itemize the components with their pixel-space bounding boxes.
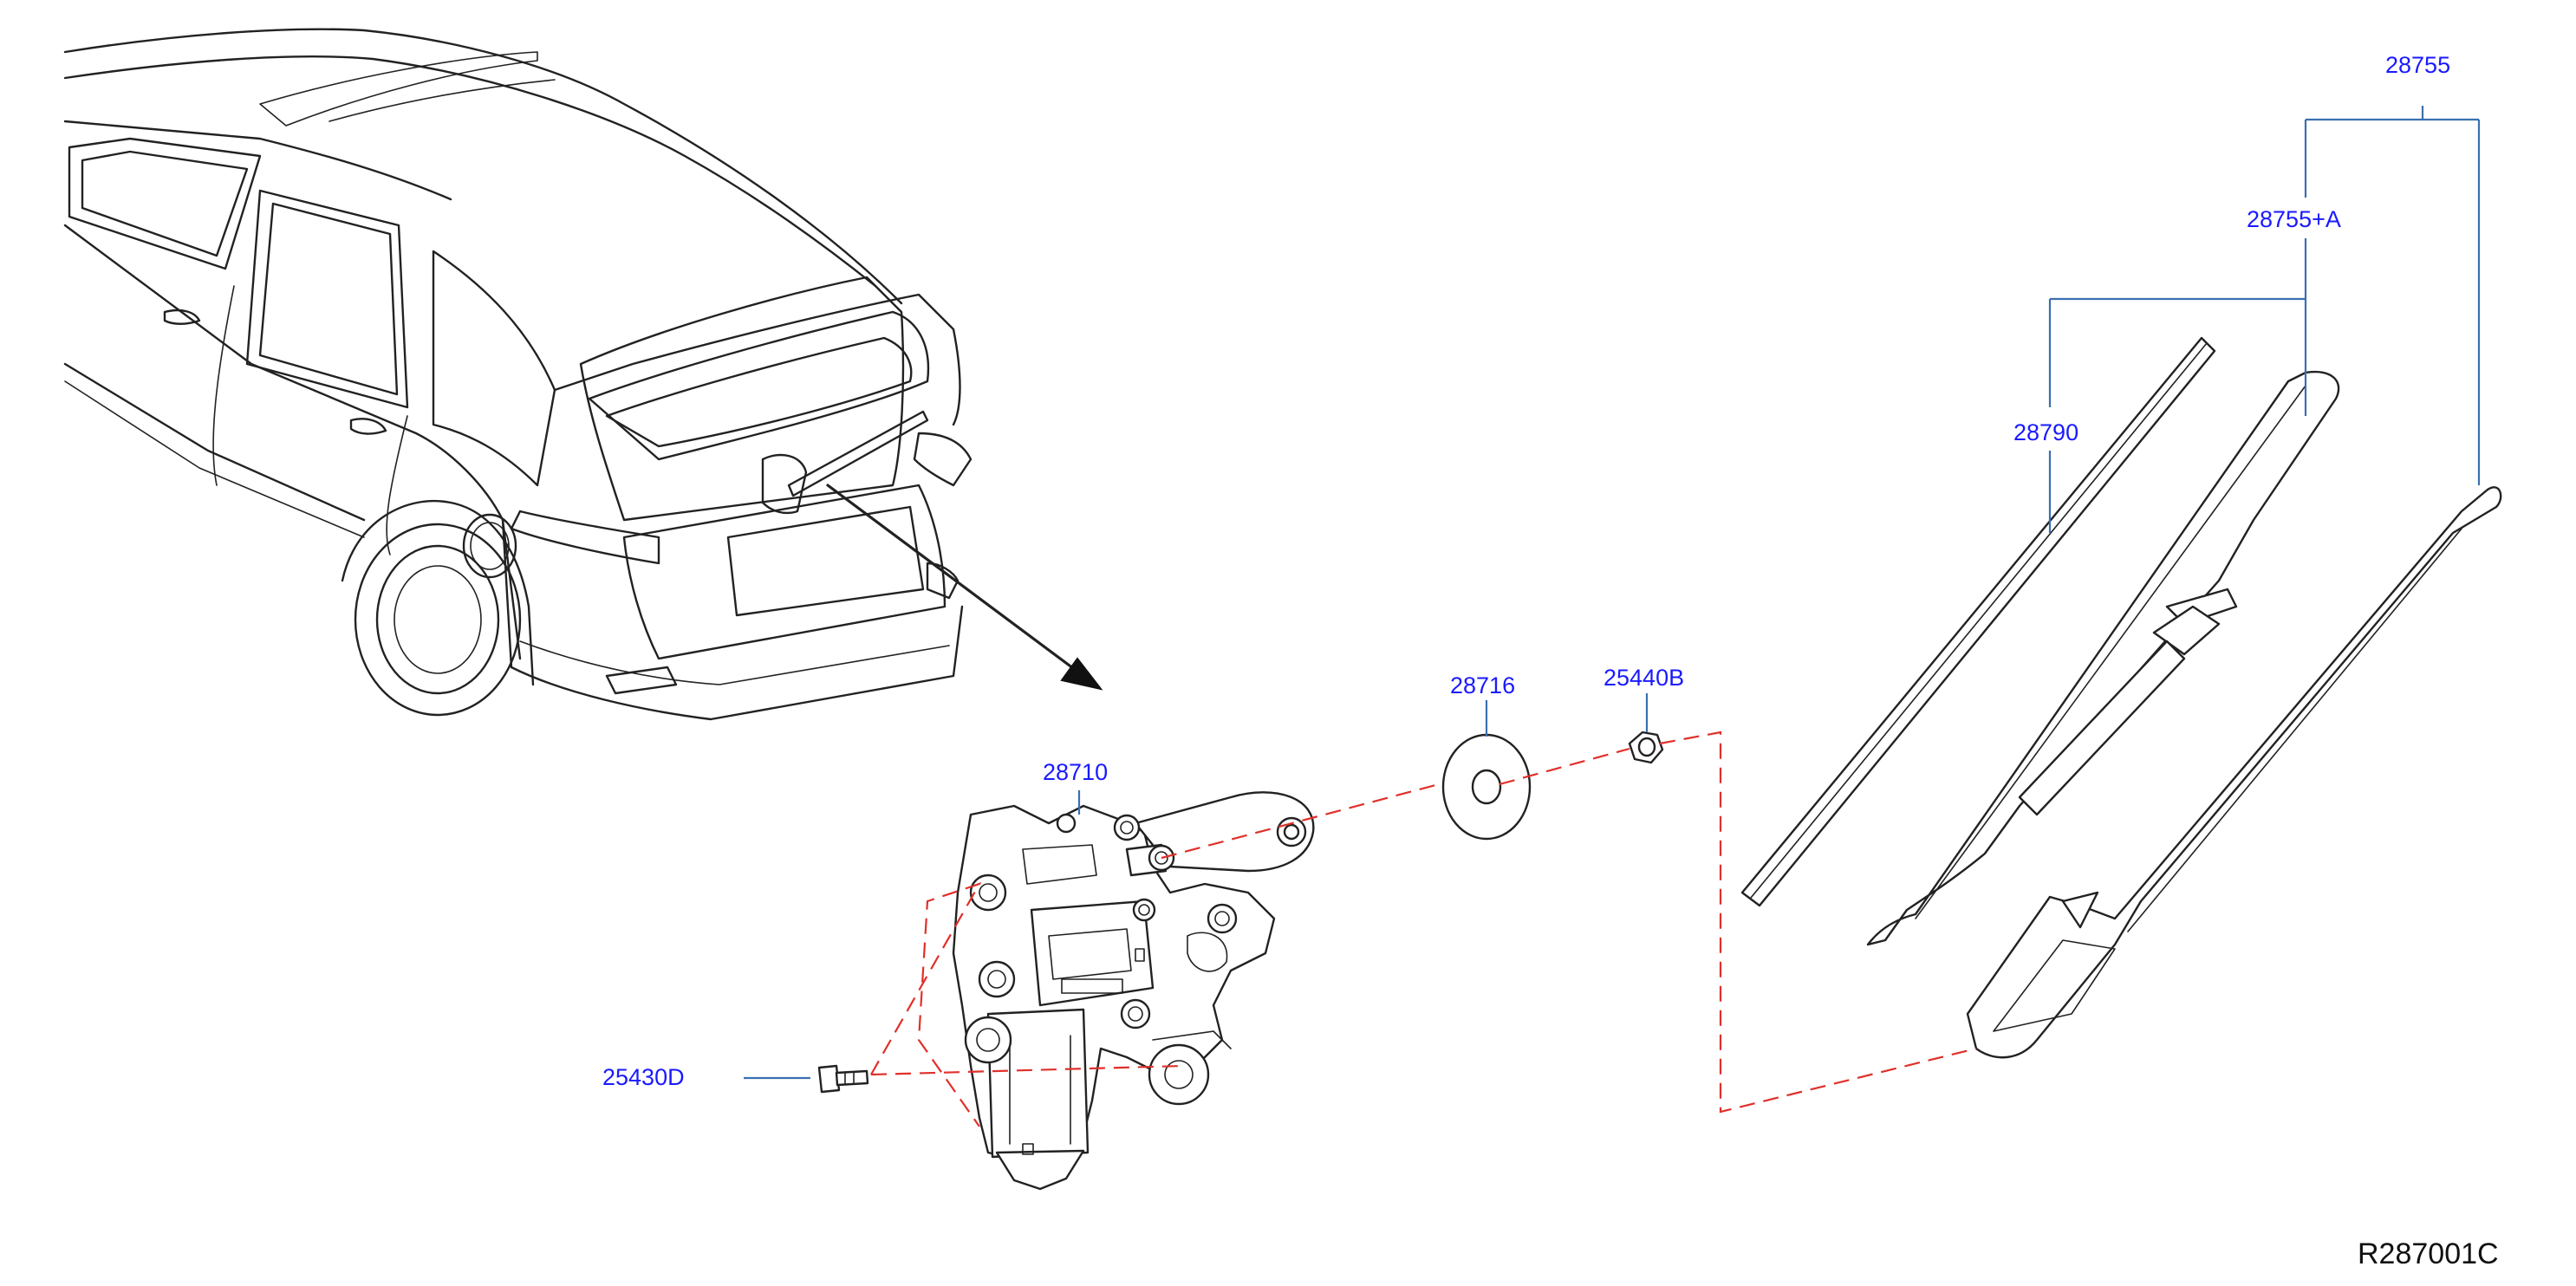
vehicle-illustration bbox=[63, 28, 1103, 721]
bolt-25430D bbox=[817, 1064, 869, 1094]
label-25430D[interactable]: 25430D bbox=[602, 1064, 685, 1090]
label-28755A[interactable]: 28755+A bbox=[2247, 206, 2341, 232]
diagram-reference-code: R287001C bbox=[2358, 1237, 2499, 1270]
blade-refill-28790 bbox=[1740, 336, 2216, 907]
blade-assembly-28755A bbox=[1866, 370, 2340, 946]
label-28716[interactable]: 28716 bbox=[1450, 672, 1516, 698]
leader-lines bbox=[744, 106, 2481, 1080]
label-25440B[interactable]: 25440B bbox=[1603, 665, 1685, 691]
label-28790[interactable]: 28790 bbox=[2013, 419, 2079, 445]
wiper-arm-28755 bbox=[1966, 486, 2502, 1059]
washer-28716 bbox=[1441, 733, 1532, 841]
wiper-motor-assembly bbox=[817, 791, 1315, 1191]
assembly-guide-lines bbox=[870, 731, 1977, 1127]
label-28710[interactable]: 28710 bbox=[1043, 759, 1109, 785]
label-28755[interactable]: 28755 bbox=[2385, 52, 2451, 78]
nut-25440B bbox=[1628, 731, 1664, 764]
